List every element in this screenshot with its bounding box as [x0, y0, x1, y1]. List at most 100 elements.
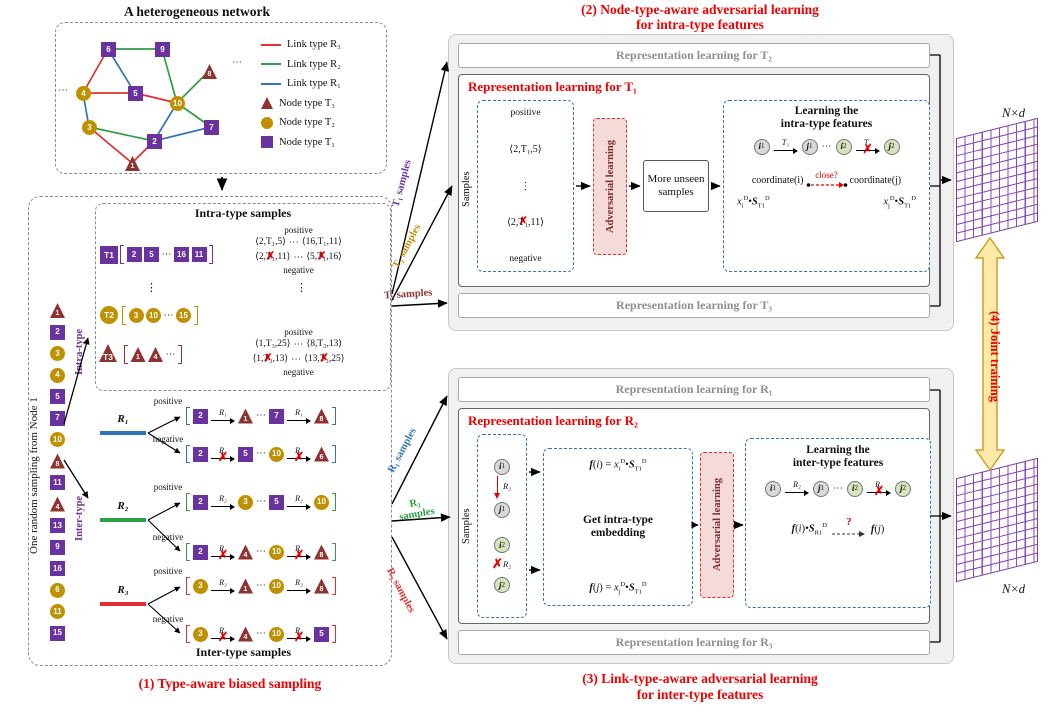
- rep-learning-t2-bar: Representation learning for T₂: [458, 43, 930, 68]
- sample-tuple: ⟨2,T₁,5⟩: [255, 237, 286, 247]
- ellipsis-icon: ⋯: [821, 140, 832, 152]
- positive-sample: ⟨2,T₁,5⟩: [509, 143, 542, 155]
- node-chip: 1: [238, 578, 253, 594]
- arrow-line: [211, 503, 235, 511]
- cross-icon: ✗: [263, 352, 273, 365]
- cross-icon: ✗: [492, 556, 503, 572]
- link-type-label: T₁: [863, 138, 872, 147]
- node-chip: 10: [50, 432, 65, 447]
- crossed-type: T₃✗: [319, 352, 329, 365]
- inter-samples-title: Inter-type samples: [195, 645, 292, 659]
- ellipsis-icon: ⋯: [256, 546, 266, 557]
- ellipsis-icon: ⋯: [161, 248, 172, 260]
- dashed-arrow-icon: [831, 531, 865, 537]
- legend-label: Link type R₂: [287, 58, 341, 70]
- node-chip: 4: [238, 544, 253, 560]
- ellipsis-icon: ⋯: [293, 338, 304, 350]
- arrow-line: [785, 489, 809, 497]
- section3-caption-line2: for inter-type features: [636, 687, 764, 702]
- adversarial-learning-label: Adversarial learning: [604, 139, 616, 234]
- embedding-matrix-top: [956, 117, 1038, 243]
- legend-sq-swatch: [261, 136, 273, 148]
- coordinate-j: coordinate(j): [849, 174, 902, 186]
- bracket-icon: [332, 445, 336, 463]
- link-type-label: R₁: [219, 407, 227, 417]
- node-chip: 13: [50, 518, 65, 533]
- arrow-line: [287, 503, 311, 511]
- ellipsis-icon: ⋯: [256, 628, 266, 639]
- ellipsis-icon: ⋯: [256, 496, 266, 507]
- link-type-label: R₂: [503, 559, 512, 570]
- bracket-icon: [178, 345, 182, 364]
- node-chip: 4: [50, 496, 65, 512]
- r2-label: R₂: [117, 500, 129, 512]
- negative-label: negative: [509, 254, 542, 264]
- crossed-link-icon: R₁✗: [287, 446, 311, 463]
- cross-icon: ✗: [293, 547, 305, 562]
- node-chip: 9: [155, 42, 170, 57]
- node-chip: 2: [147, 134, 162, 149]
- sample-tuple: ⟨16,T₁,11⟩: [301, 237, 342, 247]
- bracket-icon: [122, 306, 126, 325]
- network-title: A heterogeneous network: [124, 4, 270, 19]
- bracket-icon: [186, 577, 190, 595]
- learning-title-line2: intra-type features: [780, 118, 873, 130]
- formula-fi-s: f(i)•SR1D: [791, 521, 827, 537]
- close-question-label: close?: [815, 170, 838, 180]
- cross-icon: ✗: [265, 250, 276, 263]
- sample-tuple: ⟨13,T₃✗,25⟩: [304, 352, 344, 367]
- node-chip: 8: [314, 408, 329, 424]
- link-type-label: R₂: [295, 543, 303, 553]
- crossed-link-icon: T₁✗: [855, 138, 880, 155]
- link-type-label: R₁: [295, 445, 303, 455]
- node-chip: 7: [269, 408, 284, 424]
- section2-title-line2: for intra-type features: [636, 17, 764, 32]
- legend-item: Node type T₃: [261, 95, 381, 112]
- node-chip: 6: [101, 42, 116, 57]
- ellipsis-icon: ⋯: [58, 85, 68, 96]
- node-chip: 1: [238, 408, 253, 424]
- node-chip: 4: [238, 626, 253, 642]
- t1-panel-title: Representation learning for T₁: [468, 79, 637, 94]
- node-chip: 5: [144, 247, 159, 262]
- ellipsis-icon: ⋯: [232, 57, 242, 68]
- formula-fj: f(j) = xjD•ST1D: [589, 581, 647, 596]
- r2-link-line: [100, 518, 146, 522]
- ellipsis-icon: ⋯: [256, 580, 266, 591]
- link-type-label: R₃: [219, 577, 227, 587]
- positive-label: positive: [153, 482, 183, 492]
- ellipsis-icon: ⋯: [256, 410, 266, 421]
- t1-positive-samples: ⟨2,T₁,5⟩⋯⟨16,T₁,11⟩: [208, 235, 389, 250]
- node-chip: 10: [146, 308, 161, 323]
- legend-item: Link type R₂: [261, 56, 381, 73]
- bracket-icon: [332, 493, 336, 511]
- sample-tuple: ⟨8,T₃,13⟩: [306, 339, 343, 349]
- negative-label: negative: [152, 434, 184, 444]
- node-chip: 11: [50, 604, 65, 619]
- ellipsis-icon: ⋯: [833, 482, 843, 494]
- arrow-line: [211, 455, 235, 463]
- rep-learning-t3-bar: Representation learning for T₃: [458, 293, 930, 318]
- t3-samples-block: positive ⟨1,T₃,25⟩⋯⟨8,T₃,13⟩ ⟨1,T₃✗,13⟩⋯…: [208, 327, 389, 377]
- link-type-label: R₂: [295, 493, 303, 503]
- node-chip: 6: [314, 446, 329, 462]
- node-chip: 5: [50, 389, 65, 404]
- legend-label: Link type R₃: [287, 39, 341, 50]
- ellipsis-icon: ⋯: [293, 251, 304, 263]
- bracket-icon: [332, 577, 336, 595]
- positive-label: positive: [153, 566, 183, 576]
- node-chip: 9: [50, 539, 65, 555]
- embedding-matrix-bottom: [956, 457, 1038, 583]
- learning-title-line1: Learning the: [794, 105, 859, 117]
- section1-caption: (1) Type-aware biased sampling: [138, 676, 322, 691]
